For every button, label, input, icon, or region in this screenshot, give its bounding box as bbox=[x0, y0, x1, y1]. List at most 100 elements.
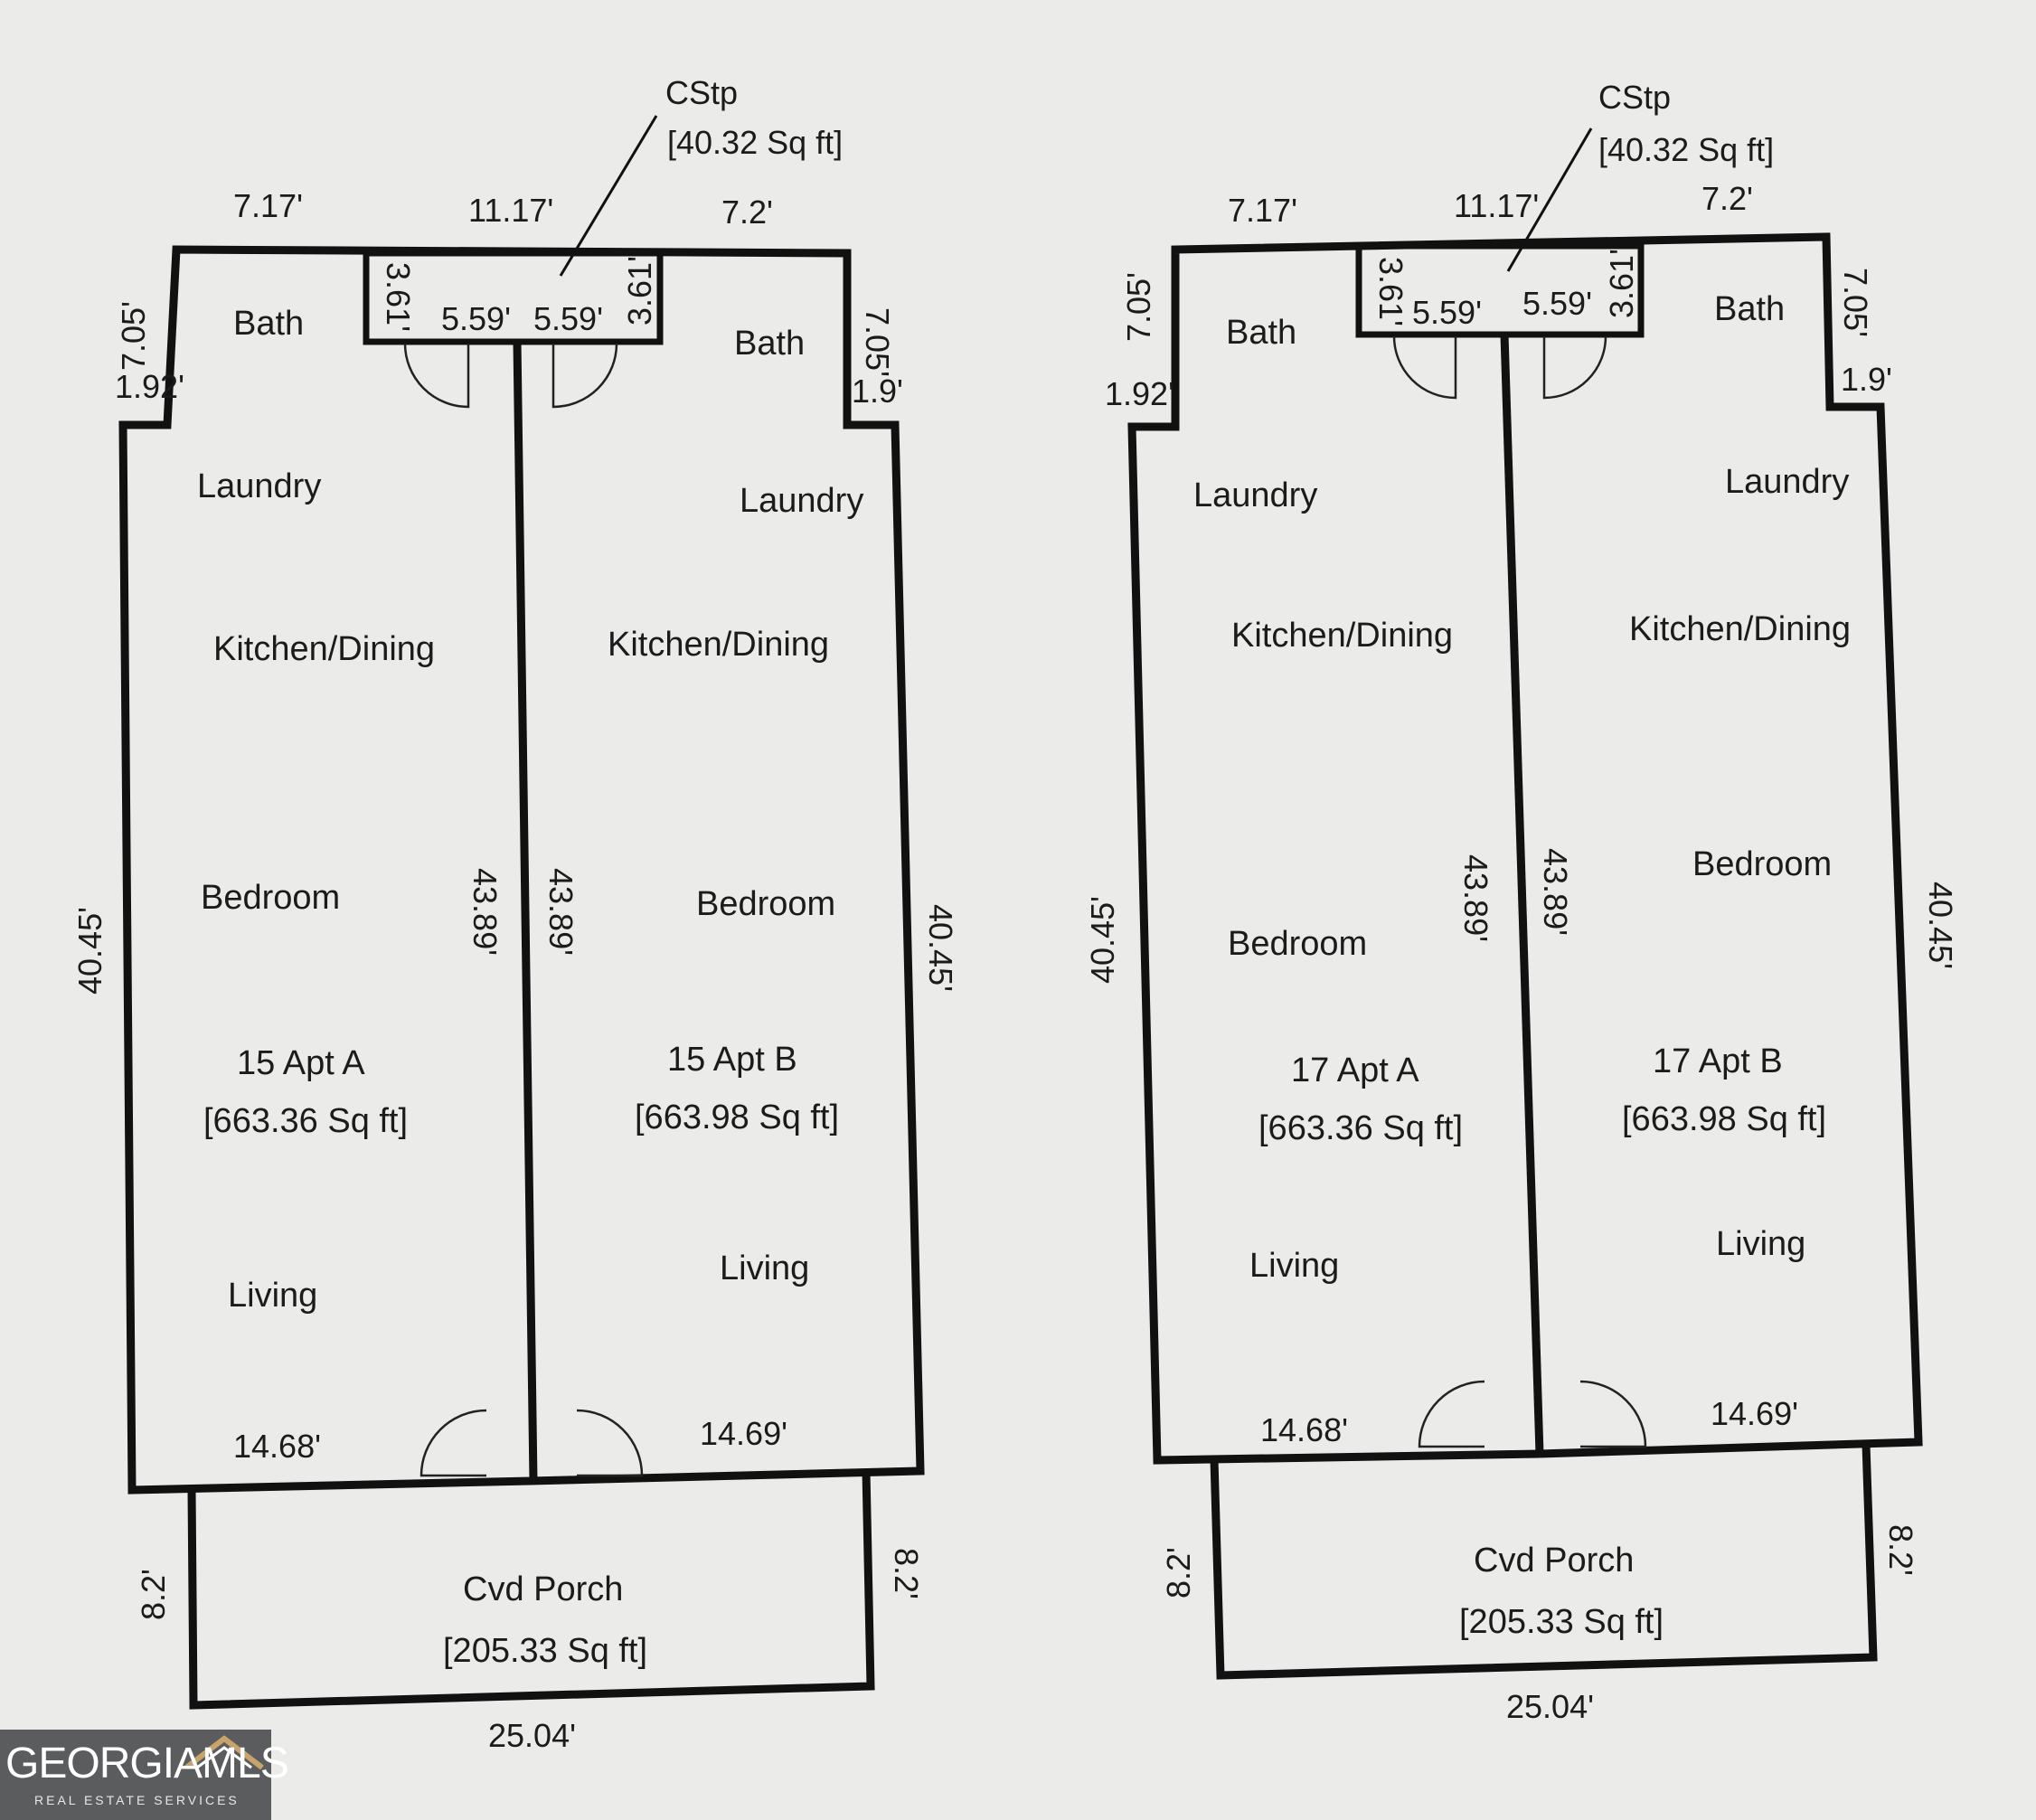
cstp-width-left: 5.59' bbox=[441, 300, 511, 337]
bottom-right-dim: 14.69' bbox=[1711, 1395, 1798, 1432]
apt-b-bath-label: Bath bbox=[734, 325, 805, 363]
bottom-left-dim: 14.68' bbox=[233, 1428, 321, 1465]
door-swing bbox=[403, 343, 470, 409]
top-dim-mid: 11.17' bbox=[1454, 187, 1539, 224]
top-dim-right: 7.2' bbox=[721, 193, 773, 231]
logo-tagline: REAL ESTATE SERVICES bbox=[34, 1793, 240, 1807]
door-swing bbox=[1579, 1380, 1647, 1448]
apt-a-name: 15 Apt A bbox=[237, 1044, 365, 1082]
roof-logo-icon bbox=[184, 1735, 264, 1769]
apt-a-bedroom-label: Bedroom bbox=[1228, 925, 1367, 963]
cstp-width-right: 5.59' bbox=[1522, 285, 1592, 322]
porch-wall bbox=[1210, 1444, 1878, 1680]
porch-area: [205.33 Sq ft] bbox=[443, 1632, 647, 1670]
georgiamls-logo: GEORGIAMLS REAL ESTATE SERVICES bbox=[0, 1730, 289, 1820]
apt-a-laundry-label: Laundry bbox=[1193, 476, 1317, 514]
party-wall bbox=[513, 341, 538, 1482]
porch-width: 25.04' bbox=[488, 1717, 576, 1754]
center-right-dim: 43.89' bbox=[1537, 848, 1574, 936]
outer-right-dim: 40.45' bbox=[922, 904, 959, 992]
cstp-title: CStp bbox=[1598, 79, 1671, 116]
logo-wordmark: GEORGIAMLS bbox=[5, 1740, 289, 1787]
bottom-right-dim: 14.69' bbox=[700, 1415, 787, 1452]
apt-a-kitchen-label: Kitchen/Dining bbox=[213, 630, 435, 668]
center-left-dim: 43.89' bbox=[467, 868, 504, 956]
top-dim-right: 7.2' bbox=[1701, 180, 1753, 217]
apt-b-bedroom-label: Bedroom bbox=[696, 885, 835, 923]
cstp-width-right: 5.59' bbox=[533, 300, 603, 337]
porch-area: [205.33 Sq ft] bbox=[1459, 1603, 1664, 1641]
outer-left-dim: 40.45' bbox=[1084, 896, 1121, 984]
bottom-left-dim: 14.68' bbox=[1260, 1411, 1348, 1448]
doors bbox=[403, 343, 644, 1477]
apt-b-laundry-label: Laundry bbox=[1725, 463, 1849, 501]
apt-a-living-label: Living bbox=[1249, 1247, 1339, 1285]
porch-right-dim: 8.2' bbox=[888, 1548, 925, 1599]
apt-a-name: 17 Apt A bbox=[1291, 1051, 1419, 1089]
labels: CStp [40.32 Sq ft] 7.17' 11.17' 7.2' 7.0… bbox=[71, 74, 959, 1754]
apt-a-bedroom-label: Bedroom bbox=[201, 879, 340, 917]
right-step-dim: 1.9' bbox=[1841, 361, 1892, 398]
outer-right-dim: 40.45' bbox=[1922, 882, 1959, 969]
apt-a-bath-label: Bath bbox=[233, 305, 304, 343]
porch-title: Cvd Porch bbox=[463, 1570, 623, 1608]
door-swing bbox=[1418, 1380, 1485, 1448]
doors bbox=[1392, 335, 1647, 1448]
cstp-leader-line bbox=[1506, 127, 1593, 272]
apt-b-bedroom-label: Bedroom bbox=[1692, 845, 1832, 883]
outer-left-dim: 40.45' bbox=[71, 907, 108, 995]
apt-b-name: 17 Apt B bbox=[1653, 1042, 1783, 1080]
door-swing bbox=[1392, 335, 1457, 400]
cstp-area: [40.32 Sq ft] bbox=[667, 124, 843, 161]
walls bbox=[118, 245, 925, 1710]
door-swing bbox=[1542, 335, 1607, 400]
left-bath-dim: 7.05' bbox=[1120, 272, 1157, 342]
apt-b-kitchen-label: Kitchen/Dining bbox=[1629, 610, 1851, 648]
apt-b-laundry-label: Laundry bbox=[740, 482, 863, 520]
left-step-dim: 1.92' bbox=[115, 368, 184, 405]
building-17: CStp [40.32 Sq ft] 7.17' 11.17' 7.2' 7.0… bbox=[1084, 79, 1959, 1725]
top-dim-left: 7.17' bbox=[233, 187, 303, 224]
porch-right-dim: 8.2' bbox=[1882, 1524, 1919, 1576]
center-right-dim: 43.89' bbox=[542, 868, 580, 956]
cstp-leader-line bbox=[559, 115, 658, 277]
walls bbox=[1127, 232, 1923, 1680]
door-swing bbox=[576, 1409, 644, 1477]
labels: CStp [40.32 Sq ft] 7.17' 11.17' 7.2' 7.0… bbox=[1084, 79, 1959, 1725]
top-dim-mid: 11.17' bbox=[468, 192, 553, 229]
apt-a-laundry-label: Laundry bbox=[197, 467, 321, 505]
apt-b-name: 15 Apt B bbox=[667, 1041, 797, 1079]
apt-a-area: [663.36 Sq ft] bbox=[1258, 1109, 1463, 1147]
left-step-dim: 1.92' bbox=[1105, 375, 1174, 412]
right-bath-dim: 7.05' bbox=[1837, 268, 1874, 337]
cstp-side-left: 3.61' bbox=[380, 262, 417, 332]
porch-left-dim: 8.2' bbox=[1160, 1547, 1197, 1598]
apt-a-bath-label: Bath bbox=[1226, 314, 1296, 352]
common-stair-box bbox=[1355, 242, 1645, 338]
cstp-side-left: 3.61' bbox=[1372, 257, 1409, 326]
cstp-width-left: 5.59' bbox=[1412, 294, 1482, 331]
apt-b-living-label: Living bbox=[720, 1249, 809, 1287]
cstp-side-right: 3.61' bbox=[621, 256, 658, 325]
apt-a-living-label: Living bbox=[228, 1277, 317, 1315]
right-step-dim: 1.9' bbox=[852, 372, 903, 410]
cstp-area: [40.32 Sq ft] bbox=[1598, 131, 1774, 168]
porch-wall bbox=[187, 1470, 875, 1710]
porch-width: 25.04' bbox=[1506, 1688, 1594, 1725]
party-wall bbox=[1500, 334, 1544, 1455]
apt-b-bath-label: Bath bbox=[1714, 290, 1785, 328]
apt-a-area: [663.36 Sq ft] bbox=[203, 1102, 408, 1140]
apt-a-kitchen-label: Kitchen/Dining bbox=[1231, 617, 1453, 655]
center-left-dim: 43.89' bbox=[1457, 854, 1494, 942]
common-stair-box bbox=[363, 250, 664, 345]
apt-b-area: [663.98 Sq ft] bbox=[635, 1099, 839, 1136]
porch-title: Cvd Porch bbox=[1474, 1542, 1634, 1580]
right-bath-dim: 7.05' bbox=[859, 307, 896, 377]
apt-b-living-label: Living bbox=[1716, 1225, 1805, 1263]
porch-left-dim: 8.2' bbox=[135, 1569, 172, 1620]
door-swing bbox=[551, 343, 618, 409]
apt-b-kitchen-label: Kitchen/Dining bbox=[608, 626, 829, 664]
cstp-title: CStp bbox=[665, 74, 738, 111]
